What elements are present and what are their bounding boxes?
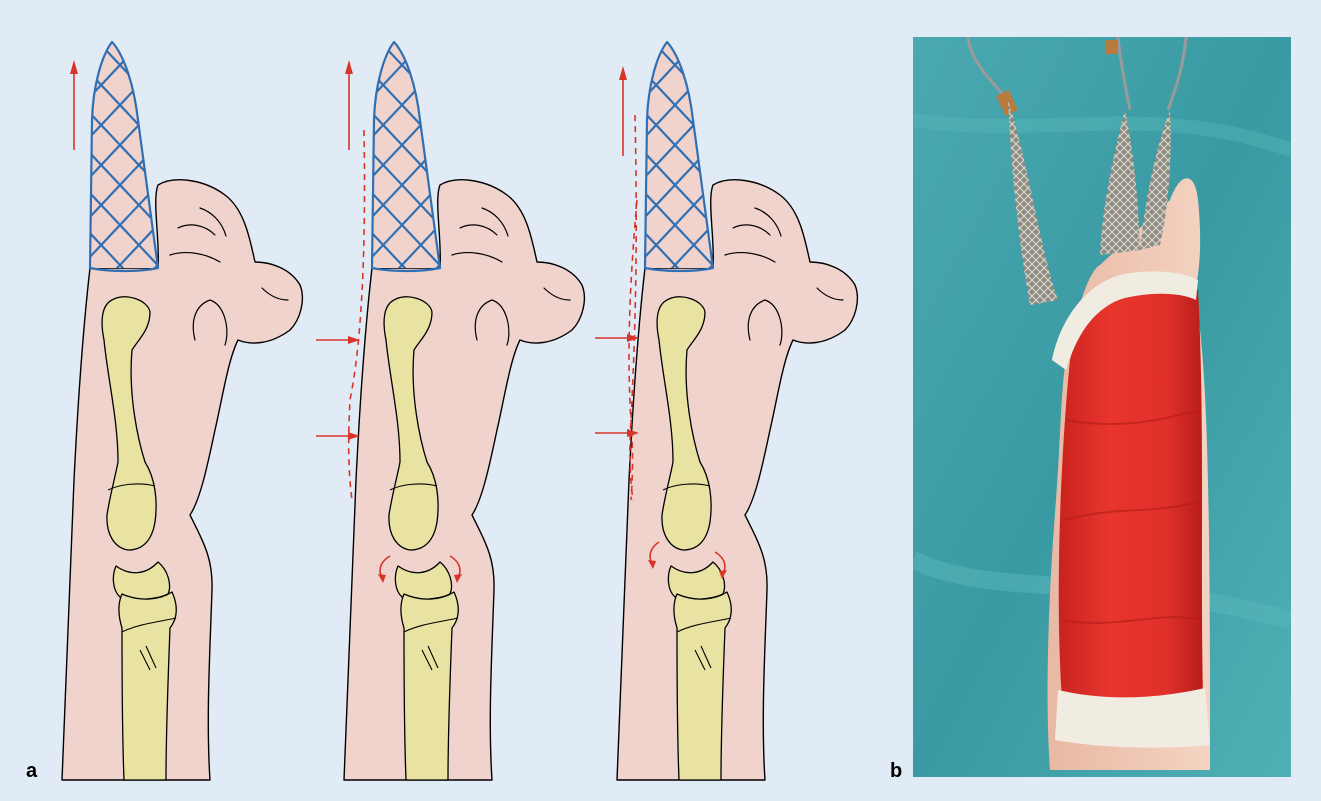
traction-arrow [619,66,627,156]
panel-label-b: b [890,760,902,783]
pressure-arrow-upper [595,334,639,342]
traction-drawing-1 [40,0,302,780]
red-cast [1059,285,1203,700]
traction-drawing-3 [595,0,857,780]
cast-photo [913,37,1291,777]
panel-label-a: a [26,760,37,783]
pressure-arrow-lower [316,432,360,440]
traction-arrow [345,60,353,150]
traction-drawing-2 [316,0,584,780]
traction-arrow [70,60,78,150]
pressure-arrow-upper [316,336,360,344]
